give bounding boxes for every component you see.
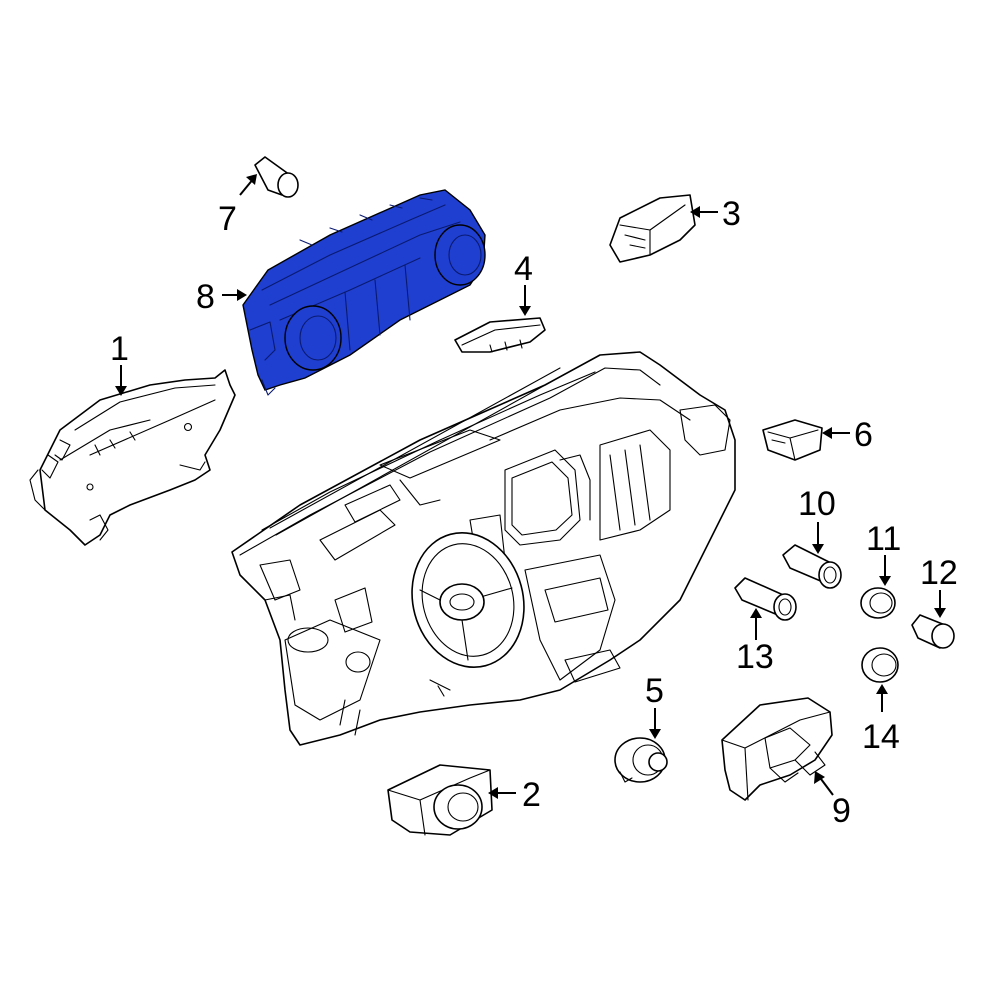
switch-12: [911, 614, 955, 649]
callout-4: 4: [514, 250, 533, 288]
callout-3: 3: [722, 195, 741, 233]
climate-control-unit-highlighted: [242, 189, 486, 396]
headlamp-switch: [387, 764, 493, 836]
instrument-cluster: [29, 369, 236, 546]
callout-13: 13: [736, 638, 774, 676]
switch-13: [734, 577, 797, 621]
callout-10: 10: [798, 485, 836, 523]
callout-12: 12: [920, 554, 958, 592]
switch-module-3: [609, 194, 696, 263]
leader-arrows: [115, 174, 946, 799]
switch-6: [762, 419, 823, 461]
callout-2: 2: [522, 776, 541, 814]
callout-11: 11: [866, 520, 901, 558]
callout-8: 8: [196, 278, 215, 316]
switch-4: [454, 317, 546, 353]
callout-7: 7: [218, 200, 237, 238]
round-switch-5: [614, 737, 668, 783]
callout-14: 14: [862, 718, 900, 756]
callout-1: 1: [110, 330, 129, 368]
callout-5: 5: [645, 672, 664, 710]
knob-14: [861, 647, 899, 683]
switch-panel-9: [721, 697, 833, 801]
button-7: [254, 156, 299, 198]
callout-labels: 1 2 3 4 5 6 7 8 9 10 11 12 13 14: [110, 195, 958, 830]
switch-10: [782, 544, 842, 589]
dashboard-assembly: [231, 351, 736, 746]
callout-6: 6: [854, 416, 873, 454]
callout-9: 9: [832, 792, 851, 830]
ring-11: [860, 587, 896, 619]
